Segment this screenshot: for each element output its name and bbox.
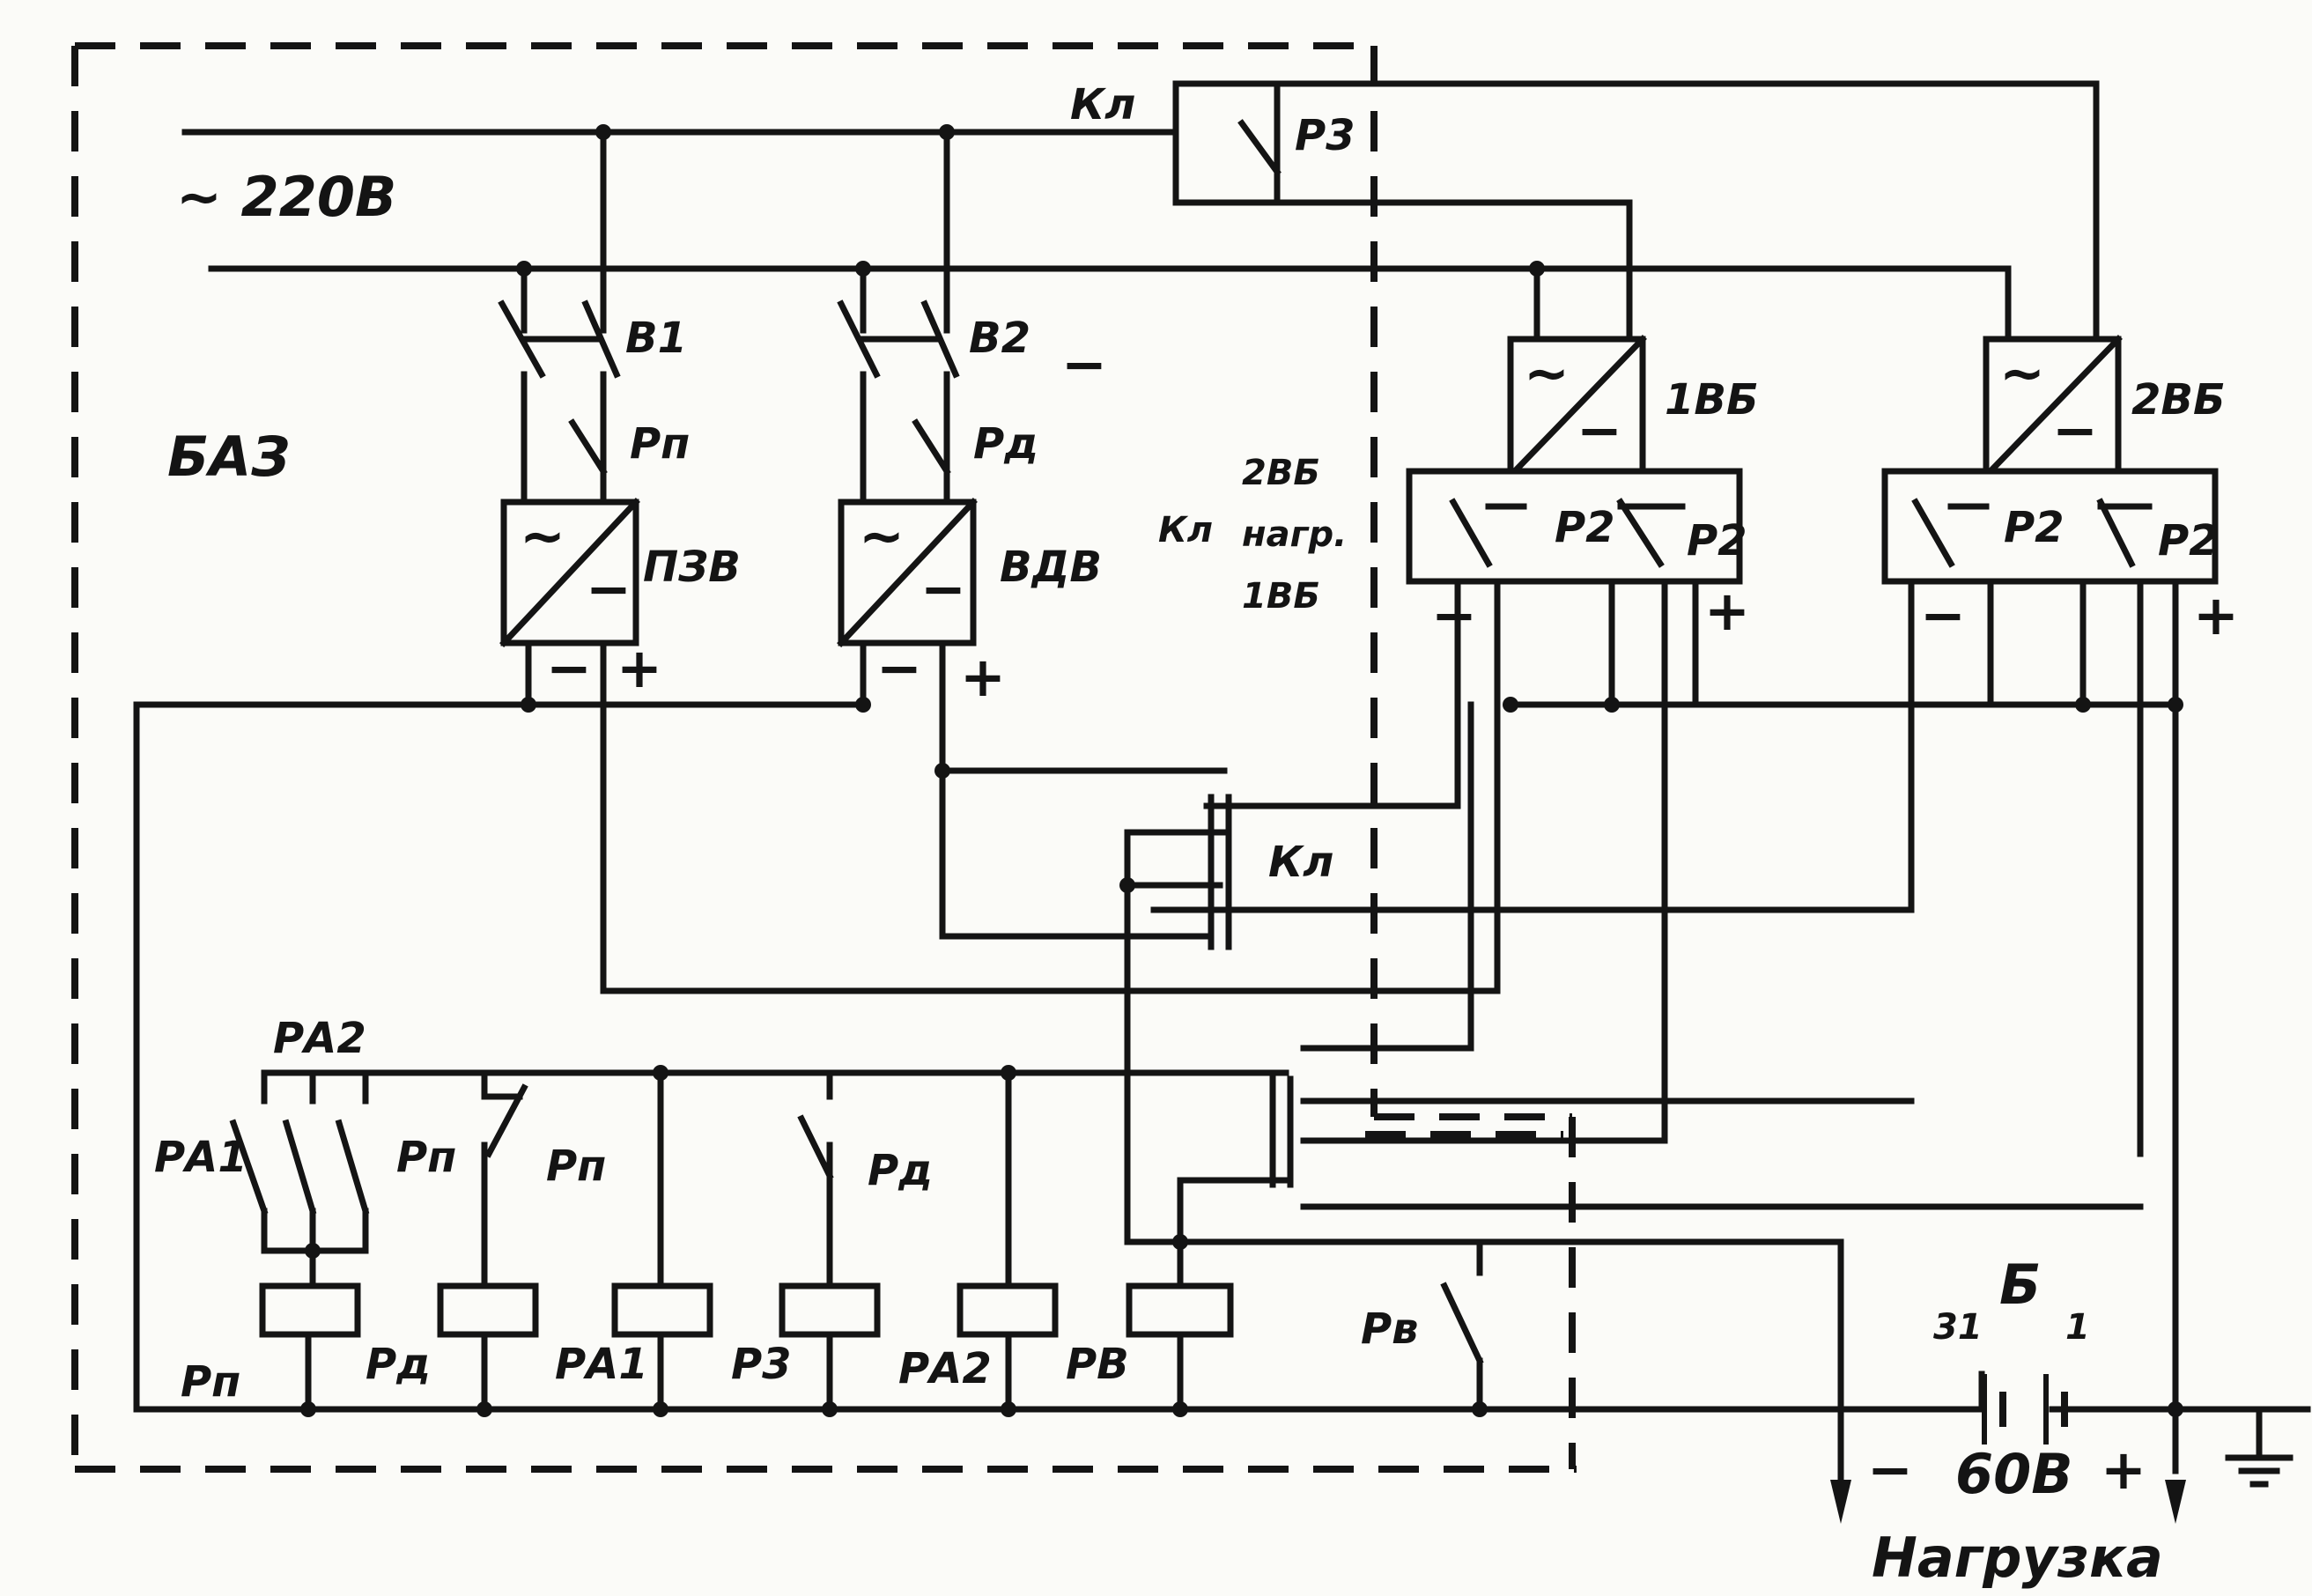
pzv-minus-inner: − (1061, 332, 1107, 396)
coil-r3-label: Р3 (731, 1340, 792, 1389)
rectifier-pzv (499, 498, 640, 708)
branch-b1 (498, 129, 621, 506)
coil-rd-label: Рд (366, 1340, 431, 1389)
contact-rp-label: Рп (630, 419, 690, 469)
2vb-minus-inner: − (2052, 398, 2098, 462)
pzv-ac-symbol: ~ (520, 504, 565, 568)
1vb-plus: + (1704, 579, 1750, 643)
2vb-minus: − (1920, 583, 1966, 647)
pzv-minus: − (546, 636, 592, 700)
1vb-ac-symbol: ~ (1524, 341, 1570, 405)
rectifier-1vb-label: 1ВБ (1665, 375, 1759, 425)
1vb-minus-inner: − (1577, 398, 1622, 462)
baz-dashed-boundary (71, 42, 1577, 1473)
pa-contacts (229, 1069, 834, 1289)
contact-r2-label-1vb-a: Р2 (1555, 503, 1615, 552)
battery-minus: − (1867, 1437, 1913, 1502)
voltage-label: 60В (1955, 1442, 2073, 1506)
kl-side-label: Кл (1158, 510, 1213, 550)
coil-ra1-label: РА1 (555, 1340, 648, 1389)
rectifier-pzv-label: ПЗВ (643, 543, 741, 592)
rectifier-2vb-label: 2ВБ (2131, 375, 2226, 425)
vdv-minus: − (876, 636, 922, 700)
rb-contact (1440, 1238, 1484, 1413)
contact-r2-label-2vb-b: Р2 (2158, 516, 2219, 565)
2vb-ac-symbol: ~ (1999, 341, 2045, 405)
contact-r2-label-2vb-a: Р2 (2004, 503, 2065, 552)
relay-coils (259, 1069, 1234, 1413)
vdv-ac-symbol: ~ (859, 504, 905, 568)
contact-rp-nc-label-a: Рп (396, 1133, 456, 1182)
1vb-minus: − (1431, 583, 1477, 647)
side-1vb-label: 1ВБ (1242, 576, 1320, 617)
block-label: БАЗ (167, 425, 290, 489)
rectifier-vdv (837, 498, 978, 774)
kl-top-label: Кл (1070, 80, 1135, 129)
coil-ra2-label: РА2 (898, 1344, 992, 1393)
contact-rd-label: Рд (973, 419, 1038, 469)
ground-symbol (2225, 1406, 2294, 1488)
vdv-minus-box: − (920, 557, 966, 621)
pzv-plus: + (617, 636, 662, 700)
side-nagr-label: нагр. (1242, 514, 1347, 555)
junction-dots (300, 124, 2183, 1417)
contact-r2-label-1vb-b: Р2 (1687, 516, 1747, 565)
contact-rb-label: Рв (1361, 1304, 1419, 1354)
battery (1982, 1374, 2068, 1445)
coil-rb-label: РВ (1066, 1340, 1129, 1389)
battery-label: Б (1999, 1252, 2041, 1317)
cell-last-label: 1 (2065, 1307, 2090, 1348)
switch-b2-label: В2 (969, 314, 1030, 363)
dc-buses (133, 578, 2179, 1474)
2vb-plus: + (2193, 583, 2239, 647)
contact-rp-nc-label-b: Рп (546, 1142, 606, 1191)
cell-first-label: 31 (1933, 1307, 1983, 1348)
coil-rp-label: Рп (181, 1357, 240, 1407)
load-arrows (1830, 1480, 2186, 1524)
contact-ra1-label: РА1 (154, 1133, 247, 1182)
mains-voltage-label: ~ 220В (176, 165, 396, 229)
mains-lines (181, 129, 2012, 347)
rectifier-1vb (1406, 335, 1743, 585)
contact-rd-lower-label: Рд (868, 1146, 933, 1195)
switch-b1-label: В1 (625, 314, 687, 363)
kl-mid-label: Кл (1268, 838, 1333, 887)
contact-ra2-label: РА2 (273, 1014, 366, 1063)
rectifier-vdv-label: ВДВ (1000, 543, 1102, 592)
contact-r3-label: Р3 (1295, 111, 1355, 160)
kl-low-switch (1124, 578, 2144, 1496)
kl-top-switch (1172, 80, 2100, 343)
kl-mid-switch (1124, 794, 1232, 1245)
side-2vb-label: 2ВБ (1242, 453, 1320, 493)
load-label: Нагрузка (1872, 1526, 2163, 1590)
rectifier-2vb (1881, 335, 2219, 585)
vdv-plus: + (960, 645, 1006, 709)
battery-plus: + (2101, 1437, 2146, 1502)
branch-b2 (837, 129, 960, 506)
pzv-minus-box: − (586, 557, 632, 621)
